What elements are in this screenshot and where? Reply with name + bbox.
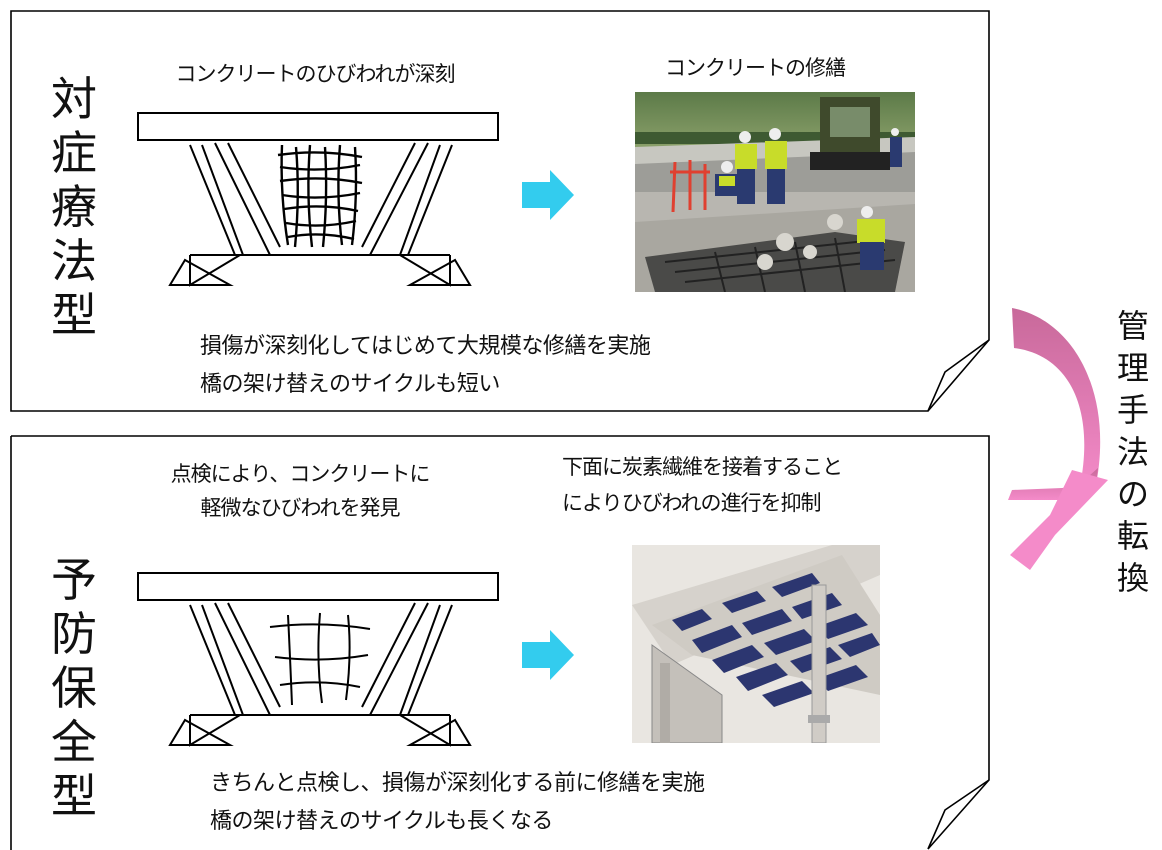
note-line: きちんと点検し、損傷が深刻化する前に修繕を実施: [210, 771, 705, 796]
caption-severe-cracks: コンクリートのひびわれが深刻: [175, 62, 456, 86]
title-char: 療: [51, 180, 97, 234]
photo-workers-repairing-concrete: [635, 92, 915, 292]
bridge-cross-section-minor: [137, 572, 499, 747]
note-reactive: 損傷が深刻化してはじめて大規模な修繕を実施 橋の架け替えのサイクルも短い: [200, 328, 651, 404]
panel-reactive-maintenance: 対 症 療 法 型 コンクリートのひびわれが深刻 コンクリートの修繕: [10, 10, 990, 412]
caption-line: 下面に炭素繊維を接着すること: [562, 455, 843, 479]
caption-carbon-fiber: 下面に炭素繊維を接着すること によりひびわれの進行を抑制: [562, 449, 942, 521]
title-char: 換: [1116, 559, 1149, 597]
note-preventive: きちんと点検し、損傷が深刻化する前に修繕を実施 橋の架け替えのサイクルも長くなる: [210, 765, 705, 841]
title-char: 転: [1116, 517, 1149, 555]
panel-preventive-maintenance: 予 防 保 全 型 点検により、コンクリートに 軽微なひびわれを発見 下面に炭素…: [10, 435, 990, 850]
title-char: 防: [51, 607, 97, 661]
title-char: 管: [1116, 307, 1149, 345]
title-char: 理: [1116, 349, 1149, 387]
side-title-management-shift: 管 理 手 法 の 転 換: [1112, 305, 1154, 599]
caption-concrete-repair: コンクリートの修繕: [665, 56, 846, 80]
caption-line: によりひびわれの進行を抑制: [562, 491, 822, 515]
title-char: 症: [51, 126, 97, 180]
title-char: の: [1116, 475, 1149, 513]
panel-title-reactive: 対 症 療 法 型: [48, 72, 100, 342]
illustration-carbon-fiber-reinforcement: [632, 545, 880, 743]
note-line: 損傷が深刻化してはじめて大規模な修繕を実施: [200, 334, 651, 359]
title-char: 保: [51, 661, 97, 715]
title-char: 型: [51, 769, 97, 823]
caption-minor-cracks: 点検により、コンクリートに 軽微なひびわれを発見: [150, 457, 450, 525]
arrow-right-icon: [522, 170, 574, 220]
title-char: 予: [51, 553, 97, 607]
title-char: 対: [51, 72, 97, 126]
title-char: 法: [1116, 433, 1149, 471]
caption-line: 軽微なひびわれを発見: [200, 496, 401, 520]
title-char: 型: [51, 288, 97, 342]
title-char: 全: [51, 715, 97, 769]
title-char: 法: [51, 234, 97, 288]
arrow-right-icon: [522, 630, 574, 680]
panel-title-preventive: 予 防 保 全 型: [48, 553, 100, 823]
panel-frame: [10, 435, 990, 850]
curved-arrow-icon: [1008, 308, 1108, 570]
note-line: 橋の架け替えのサイクルも長くなる: [210, 809, 553, 834]
title-char: 手: [1116, 391, 1149, 429]
bridge-cross-section-severe: [137, 112, 499, 287]
caption-line: 点検により、コンクリートに: [170, 462, 431, 486]
note-line: 橋の架け替えのサイクルも短い: [200, 372, 500, 397]
